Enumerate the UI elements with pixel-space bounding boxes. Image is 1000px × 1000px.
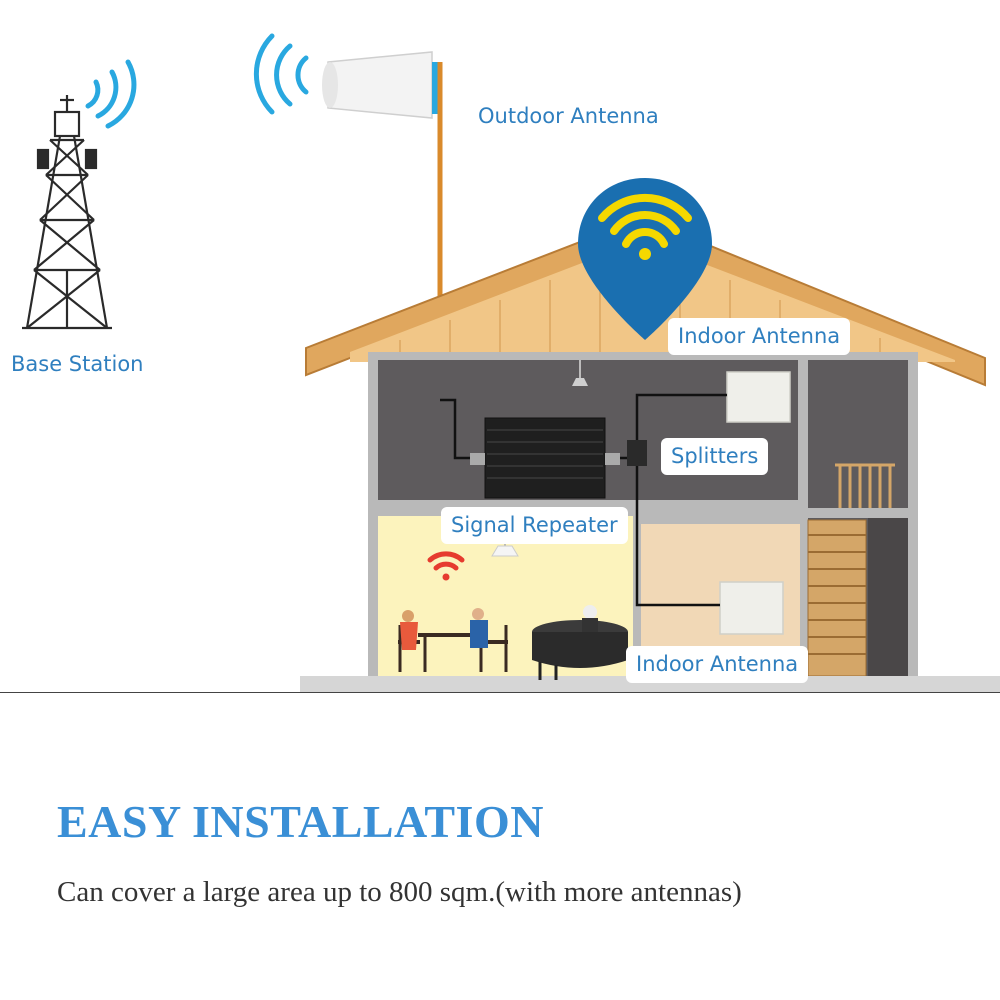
wifi-pin-icon (578, 178, 712, 340)
coverage-description: Can cover a large area up to 800 sqm.(wi… (57, 876, 742, 908)
page-title: EASY INSTALLATION (57, 796, 544, 847)
outdoor-antenna (322, 51, 438, 119)
indoor-antenna-lower (719, 581, 784, 635)
indoor-antenna-upper (726, 371, 791, 423)
splitters-label: Splitters (661, 438, 769, 476)
outdoor-antenna-label: Outdoor Antenna (478, 104, 659, 128)
splitter-device (627, 440, 647, 466)
indoor-antenna-top-label: Indoor Antenna (668, 318, 851, 356)
base-station-label: Base Station (11, 352, 144, 376)
cable (440, 393, 727, 607)
signal-repeater-label: Signal Repeater (441, 507, 628, 545)
signal-repeater-device (470, 417, 620, 499)
installation-diagram: Base Station Outdoor Antenna Indoor Ante… (11, 33, 1000, 692)
signal-waves-icon (253, 33, 309, 115)
divider (0, 692, 1000, 693)
signal-waves-icon (85, 59, 137, 129)
dining-scene (398, 605, 628, 680)
indoor-antenna-bottom-label: Indoor Antenna (626, 646, 809, 684)
wifi-icon (427, 551, 465, 581)
cell-tower-icon (22, 95, 112, 330)
